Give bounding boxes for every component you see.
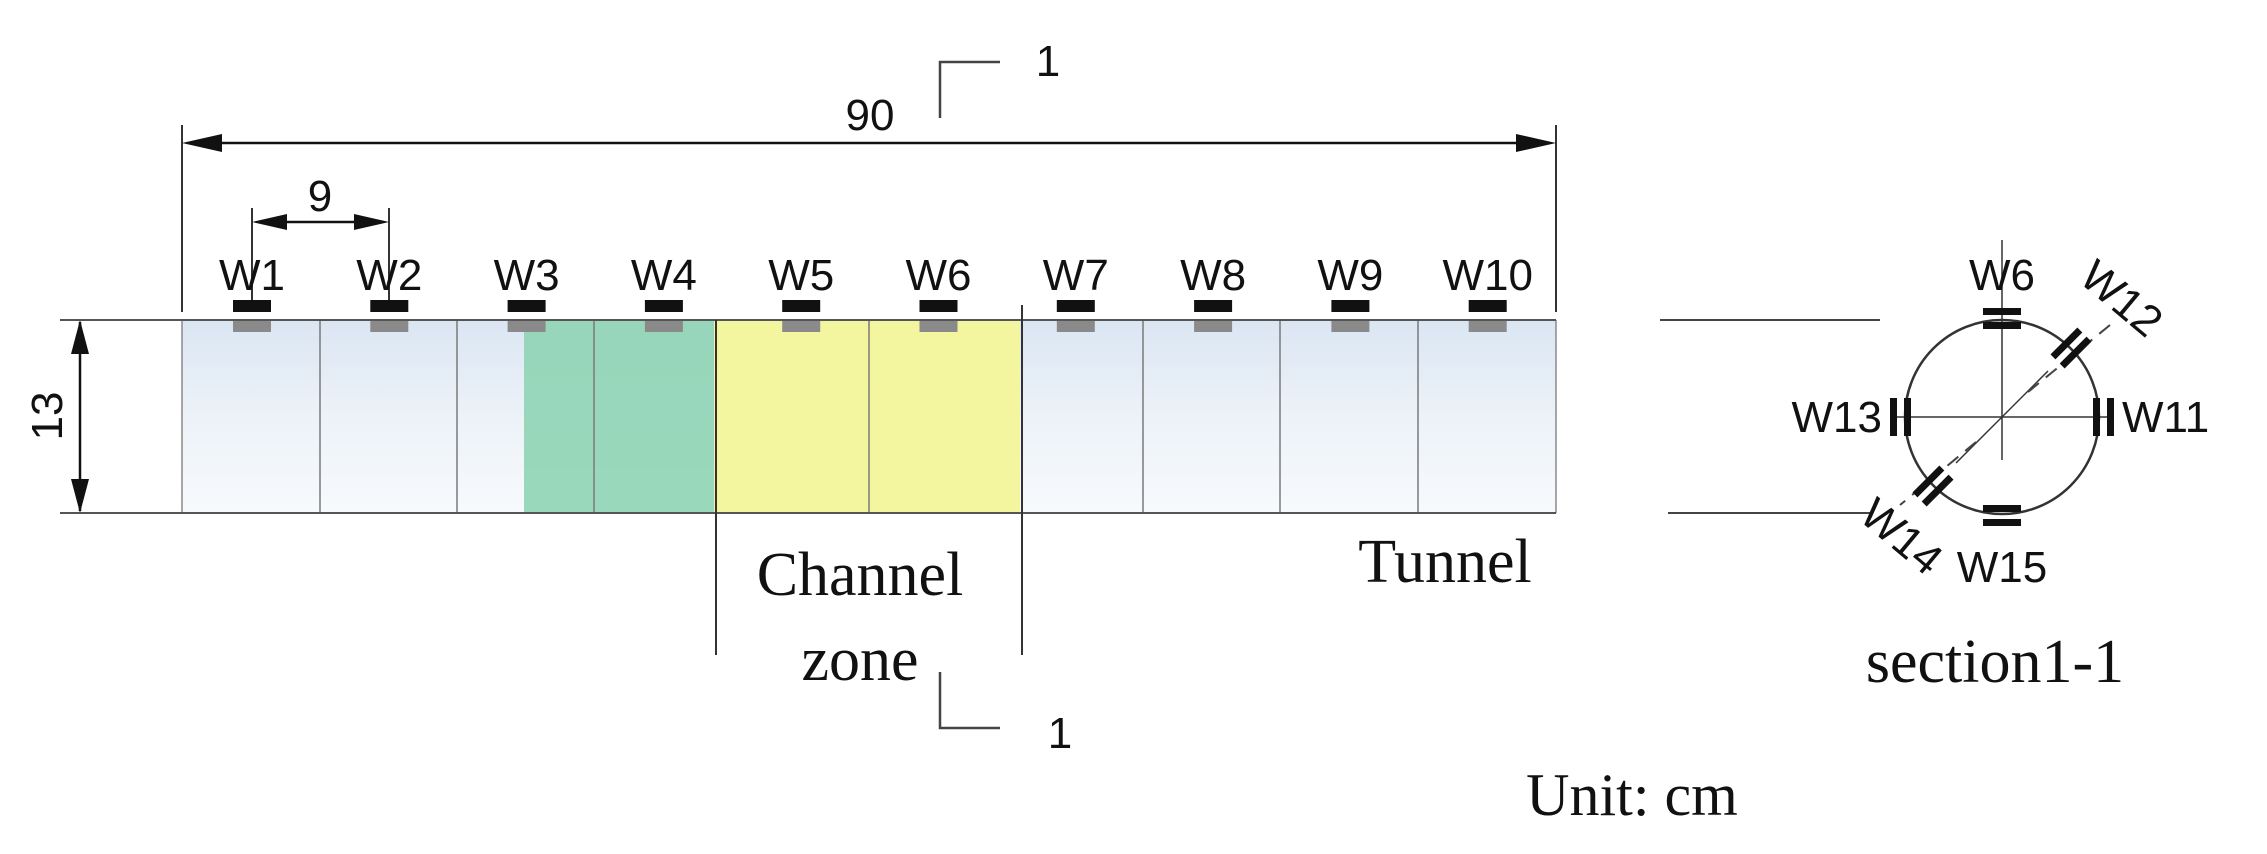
section-label-w6: W6 [1969, 251, 2035, 300]
gauge-w2-label: W2 [356, 251, 422, 300]
segment-dividers [319, 320, 1419, 513]
gauge-w2-marker [370, 300, 409, 312]
section-cut-mark-top: 1 [938, 37, 1060, 118]
gauge-w7-shadow [1056, 321, 1095, 332]
section-gauge-w12 [2050, 327, 2092, 369]
unit-label: Unit: cm [1526, 762, 1738, 828]
gauge-w9-label: W9 [1317, 251, 1383, 300]
section-gauge-w13 [1890, 398, 1911, 436]
section-label-w11: W11 [2122, 393, 2209, 442]
section-label-w13: W13 [1792, 393, 1882, 442]
gauge-spacing-label: 9 [308, 172, 332, 221]
section-label-w12: W12 [2071, 251, 2172, 347]
channel-zone-label-line1: Channel [757, 541, 964, 609]
section-mark-bottom-label: 1 [1048, 709, 1072, 758]
gauge-w4-marker [644, 300, 683, 312]
gauge-w5-label: W5 [768, 251, 834, 300]
section-title: section1-1 [1866, 628, 2124, 696]
cross-section: W6 W15 W13 W11 W12 W14 section1-1 [1660, 240, 2209, 696]
section-gauge-w14 [1912, 465, 1954, 507]
section-gauge-w15 [1983, 505, 2021, 526]
channel-zone-label-line2: zone [801, 626, 918, 694]
gauge-w6-shadow [919, 321, 958, 332]
gauge-w1-label: W1 [219, 251, 285, 300]
total-length-label: 90 [846, 91, 895, 140]
height-label: 13 [23, 392, 72, 441]
gauge-w3-marker [507, 300, 546, 312]
gauge-w8-shadow [1194, 321, 1233, 332]
tunnel-body [60, 319, 1557, 514]
gauge-w8-marker [1194, 300, 1233, 312]
gauge-w6-marker [919, 300, 958, 312]
gauge-w5-marker [782, 300, 821, 312]
gauge-w1-shadow [233, 321, 271, 332]
dimension-height: 13 [23, 320, 89, 513]
channel-zone-fill [714, 320, 1020, 513]
section-cut-mark-bottom: 1 [938, 672, 1072, 758]
gauge-w6-label: W6 [906, 251, 972, 300]
gauge-w4-label: W4 [631, 251, 697, 300]
gauge-markers [233, 300, 1507, 332]
gauge-w7-label: W7 [1043, 251, 1109, 300]
gauge-w3-label: W3 [494, 251, 560, 300]
gauge-w9-marker [1331, 300, 1370, 312]
gauge-w1-marker [233, 300, 271, 312]
section-label-w15: W15 [1957, 543, 2047, 592]
gauge-w8-label: W8 [1180, 251, 1246, 300]
dimension-gauge-spacing: 9 [251, 172, 390, 300]
gauge-w2-shadow [370, 321, 409, 332]
gauge-w9-shadow [1331, 321, 1370, 332]
section-gauge-w6 [1983, 308, 2021, 329]
gauge-w10-label: W10 [1442, 251, 1532, 300]
gauge-w10-shadow [1468, 321, 1507, 332]
gauge-w3-shadow [507, 321, 546, 332]
gauge-w5-shadow [782, 321, 821, 332]
gauge-labels: W1 W2 W3 W4 W5 W6 W7 W8 W9 W10 [219, 251, 1533, 300]
section-gauge-w11 [2093, 398, 2114, 436]
green-zone [524, 320, 714, 513]
tunnel-label: Tunnel [1358, 528, 1531, 596]
channel-zone-boundaries [715, 305, 1023, 655]
gauge-w7-marker [1056, 300, 1095, 312]
section-mark-top-label: 1 [1036, 37, 1060, 86]
dimension-total-length: 90 [181, 91, 1557, 312]
gauge-w10-marker [1468, 300, 1507, 312]
gauge-w4-shadow [644, 321, 683, 332]
